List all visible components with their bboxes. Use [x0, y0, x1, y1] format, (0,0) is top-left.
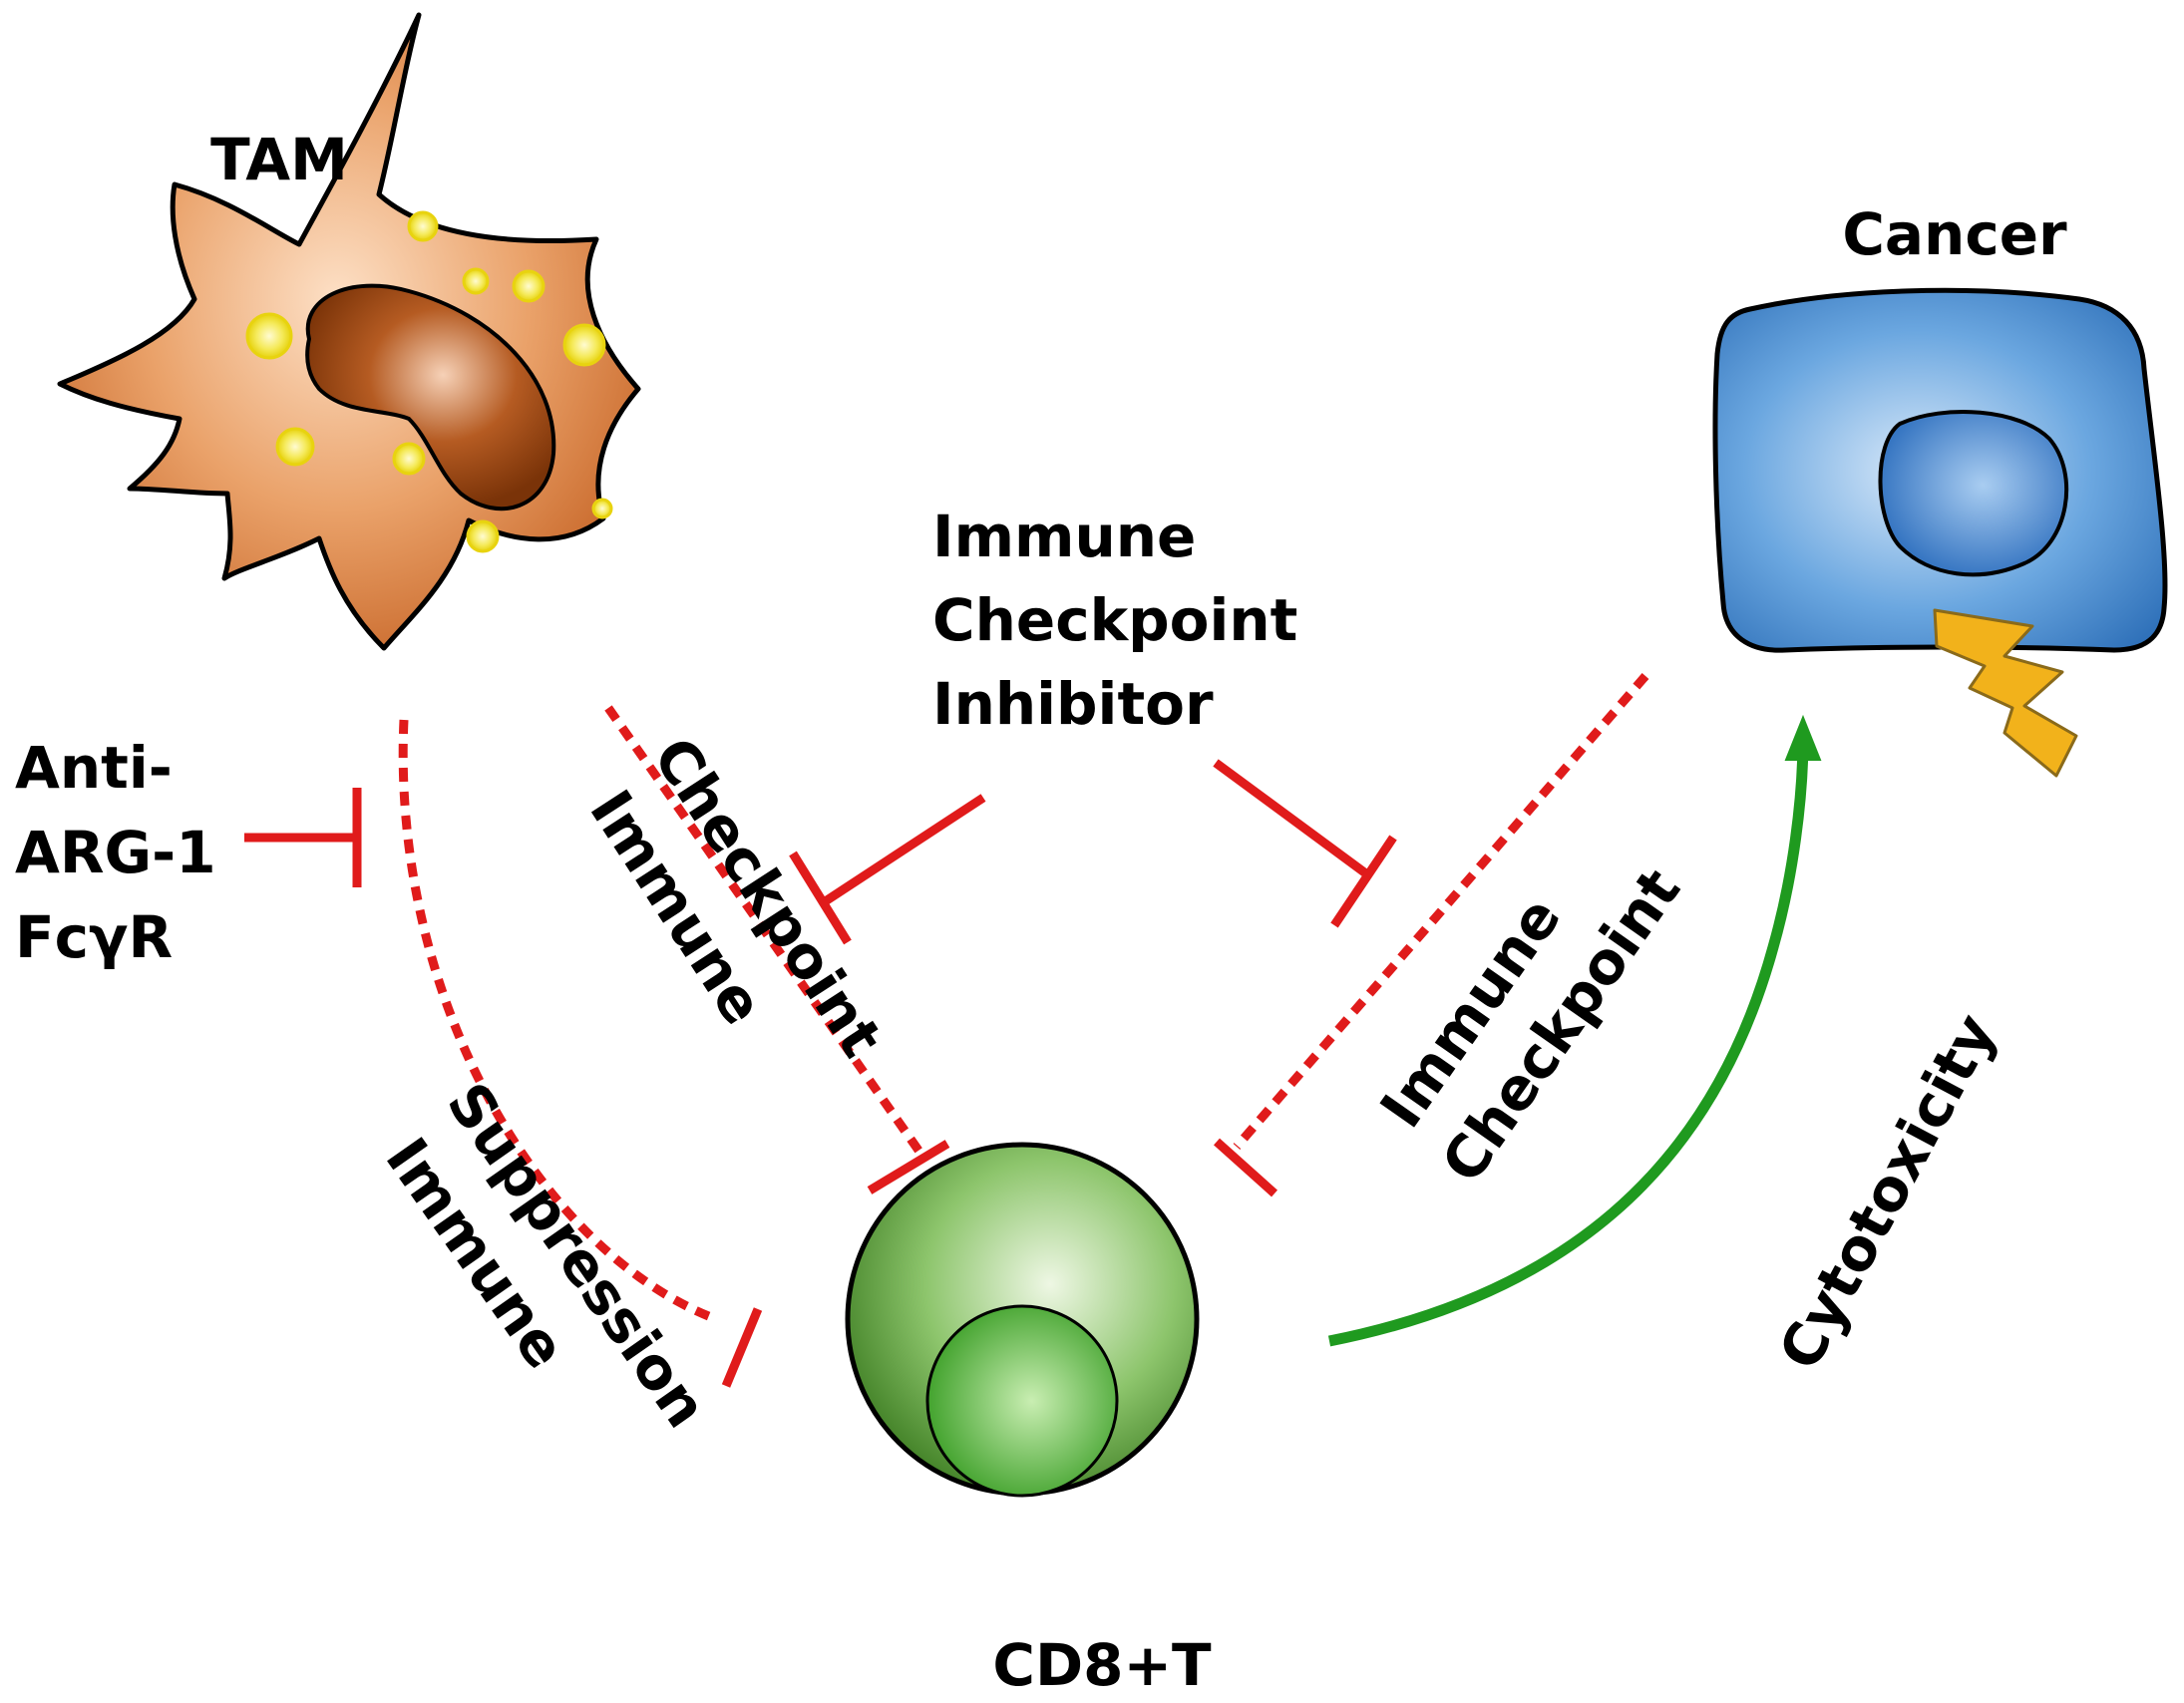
cytotoxicity-label: Cytotoxicity [1765, 1003, 2008, 1381]
inhibitor-label-line2: Checkpoint [932, 586, 1297, 654]
anti-label-line1: Anti- [15, 734, 173, 802]
tcell-nucleus [925, 1304, 1119, 1498]
checkpoint-right-label: Immune Checkpoint [1367, 856, 1693, 1194]
anti-label-line3: FcγR [15, 903, 173, 971]
tam-cell [57, 12, 641, 651]
inhibitor-arrow-right [1213, 759, 1397, 928]
suppression-label: Immune Suppression [373, 1071, 721, 1440]
tam-nucleus [305, 283, 556, 511]
tam-vesicles [245, 210, 613, 553]
immune-checkpoint-left-arrow [604, 705, 950, 1194]
cd8-label: CD8+T [992, 1631, 1212, 1699]
anti-label-line2: ARG-1 [15, 819, 216, 886]
cd8-t-cell [845, 1142, 1200, 1498]
tam-label: TAM [210, 126, 348, 193]
cancer-nucleus [1878, 410, 2069, 577]
anti-label: Anti- ARG-1 FcγR [15, 734, 216, 971]
lightning-icon [1933, 608, 2078, 778]
checkpoint-left-label: Immune Checkpoint [576, 726, 896, 1069]
cytotoxicity-arrow [1327, 714, 1822, 1347]
anti-arg1-inhibition-arrow [244, 788, 362, 887]
immune-checkpoint-right-arrow [1213, 673, 1649, 1197]
immune-suppression-arrow [398, 719, 763, 1388]
cancer-cell [1712, 287, 2168, 778]
inhibitor-label: Immune Checkpoint Inhibitor [932, 503, 1297, 738]
inhibitor-arrow-left [789, 794, 986, 945]
inhibitor-label-line1: Immune [932, 503, 1196, 570]
cancer-label: Cancer [1842, 200, 2067, 268]
inhibitor-label-line3: Inhibitor [932, 670, 1214, 738]
